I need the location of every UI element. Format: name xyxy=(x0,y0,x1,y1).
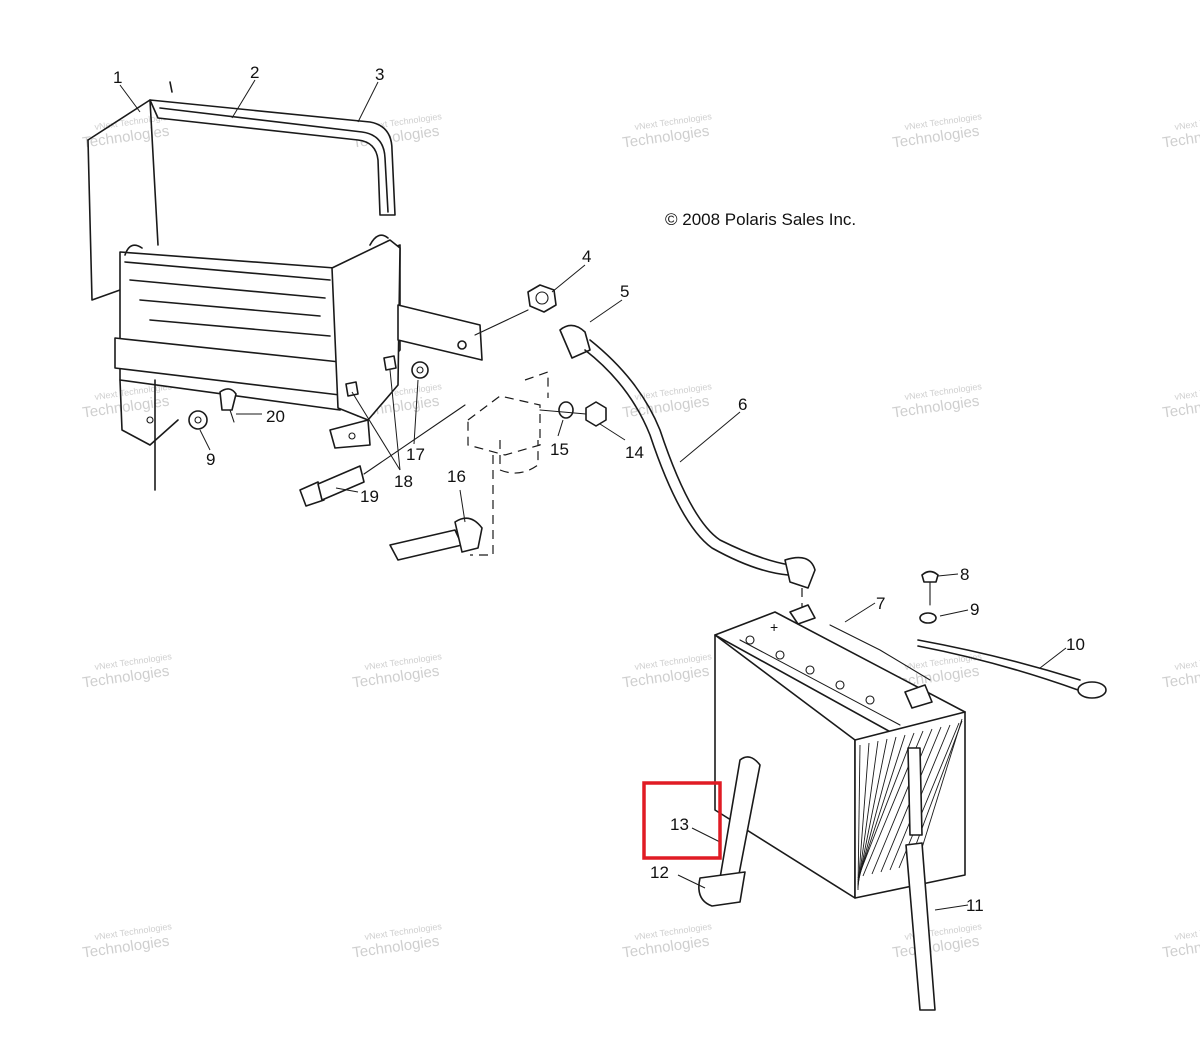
callout-16: 16 xyxy=(447,467,466,486)
callout-4: 4 xyxy=(582,247,591,266)
callout-14: 14 xyxy=(625,443,644,462)
callout-6: 6 xyxy=(738,395,747,414)
callout-18: 18 xyxy=(394,472,413,491)
battery-hatch-line xyxy=(871,728,933,875)
svg-text:+: + xyxy=(770,619,778,635)
battery-hatch-line xyxy=(907,720,963,867)
callout-8: 8 xyxy=(960,565,969,584)
callout-10: 10 xyxy=(1066,635,1085,654)
battery-hatch-line xyxy=(857,736,897,883)
callout-2: 2 xyxy=(250,63,259,82)
callout-9-battery: 9 xyxy=(970,600,979,619)
battery-hatch-line xyxy=(857,740,879,887)
ground-cable xyxy=(917,570,1107,699)
watermark-line1: vNext Technologies xyxy=(1174,921,1200,942)
battery-hatch-line xyxy=(916,718,963,865)
callout-7: 7 xyxy=(876,594,885,613)
callout-3: 3 xyxy=(375,65,384,84)
hardware xyxy=(188,284,557,507)
watermark-line1: vNext Technologies xyxy=(1174,381,1200,402)
watermark-line1: vNext Technologies xyxy=(1174,111,1200,132)
battery-hatch-line xyxy=(857,734,906,881)
callout-1: 1 xyxy=(113,68,122,87)
callout-11: 11 xyxy=(966,896,984,915)
battery-hatch-line xyxy=(857,732,915,879)
watermark-line1: vNext Technologies xyxy=(1174,651,1200,672)
callout-13: 13 xyxy=(670,815,689,834)
hold-down-strap xyxy=(698,756,761,907)
callout-leaders xyxy=(119,79,1067,911)
callout-20: 20 xyxy=(266,407,285,426)
battery-hatch-line xyxy=(857,744,861,891)
battery-hatch-line xyxy=(857,742,870,889)
callout-15: 15 xyxy=(550,440,569,459)
copyright-text: © 2008 Polaris Sales Inc. xyxy=(665,210,856,229)
highlight-box xyxy=(642,781,722,860)
callout-19: 19 xyxy=(360,487,379,506)
callout-5: 5 xyxy=(620,282,629,301)
battery-hatch-line xyxy=(857,738,888,885)
battery-cover-assembly xyxy=(87,81,483,491)
battery: + xyxy=(714,604,966,899)
callout-labels: 1 2 3 4 5 6 7 8 9 10 11 12 13 14 15 16 1… xyxy=(113,63,1085,915)
callout-9-tray: 9 xyxy=(206,450,215,469)
vent-tube xyxy=(905,747,936,1011)
callout-17: 17 xyxy=(406,445,425,464)
solenoid-assembly xyxy=(389,371,607,561)
positive-cable xyxy=(559,324,816,620)
callout-12: 12 xyxy=(650,863,669,882)
